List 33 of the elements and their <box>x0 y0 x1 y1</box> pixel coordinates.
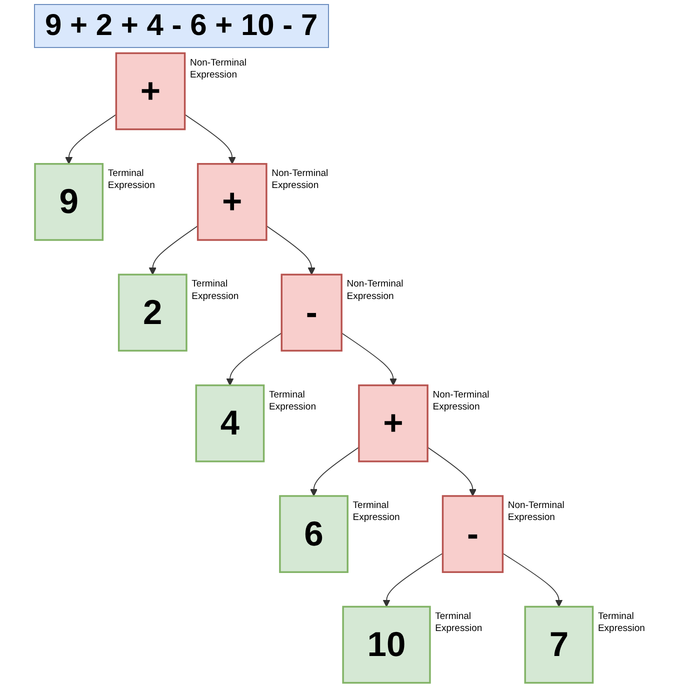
arrow <box>226 332 282 386</box>
node-caption: Terminal Expression <box>192 278 239 302</box>
node-box: 6 <box>279 495 348 573</box>
node-caption: Terminal Expression <box>435 610 482 634</box>
node-box: 4 <box>195 384 265 462</box>
node-caption: Non-Terminal Expression <box>190 57 246 80</box>
arrow <box>266 225 316 275</box>
node-caption: Terminal Expression <box>269 389 316 413</box>
node-box: 2 <box>118 274 188 352</box>
node-box: 9 <box>34 163 104 241</box>
node-caption: Non-Terminal Expression <box>272 168 328 192</box>
expression-title: 9 + 2 + 4 - 6 + 10 - 7 <box>34 4 329 48</box>
node-box: - <box>280 274 342 352</box>
node-box: - <box>442 495 504 573</box>
node-box: 10 <box>342 606 431 684</box>
arrow <box>310 446 360 496</box>
arrow <box>148 225 198 275</box>
arrow <box>382 552 444 608</box>
node-caption: Terminal Expression <box>108 168 155 192</box>
arrow <box>65 114 117 164</box>
node-caption: Non-Terminal Expression <box>346 278 404 302</box>
arrow <box>184 114 236 164</box>
node-box: + <box>358 384 428 462</box>
arrow <box>502 552 563 608</box>
arrow <box>341 332 398 386</box>
node-caption: Terminal Expression <box>352 500 400 524</box>
node-box: 7 <box>524 606 594 684</box>
node-box: + <box>115 52 186 130</box>
node-box: + <box>196 163 268 241</box>
node-caption: Non-Terminal Expression <box>432 389 490 413</box>
node-caption: Non-Terminal Expression <box>508 500 564 524</box>
node-caption: Terminal Expression <box>598 610 645 634</box>
arrow <box>427 446 477 496</box>
